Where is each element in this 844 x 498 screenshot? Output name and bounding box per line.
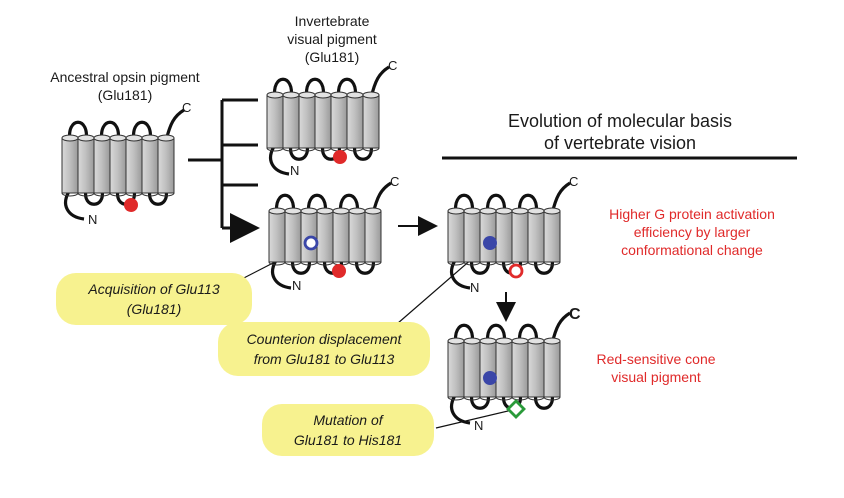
red-cone-pigment-helix-4 [495,337,513,401]
red-cone-n-terminus: N [474,418,484,433]
vertebrate-early-pigment-helix-2 [284,207,302,266]
red-cone-pigment-helix-2 [463,337,481,401]
vertebrate-early-pigment-helix-7 [364,207,382,266]
vertebrate-early-pigment [268,181,392,290]
vertebrate-early-pigment-helix-4 [316,207,334,266]
invertebrate-c-terminus: C [388,58,398,73]
invertebrate-pigment-helix-1 [266,91,284,152]
callout-acquisition-line2: (Glu181) [126,301,182,317]
ancestral-pigment [61,108,185,221]
callout-mutation-line2: Glu181 to His181 [293,432,403,448]
vertebrate-activated-pigment-helix-7 [543,207,561,266]
vertebrate-activated-pigment-helix-2 [463,207,481,266]
vertebrate-early-pigment-helix-1 [268,207,286,266]
vertebrate-early-c-terminus: C [390,174,400,189]
section-heading: Evolution of molecular basis of vertebra… [460,110,780,154]
red-cone-c-terminus: C [569,306,581,323]
red-cone-pigment-helix-5 [511,337,529,401]
ancestral-pigment-helix-7 [157,134,175,197]
red-cone-pigment-helix-7 [543,337,561,401]
red-cone-pigment [447,311,571,425]
red-cone-pigment-glu113-marker [483,371,497,385]
activation-line2: efficiency by larger [633,224,751,240]
vertebrate-early-pigment-helix-5 [332,207,350,266]
invertebrate-pigment-helix-6 [346,91,364,152]
vertebrate-activated-pigment-glu113-marker [483,236,497,250]
red-sensitive-line2: visual pigment [611,369,701,385]
callout-mutation: Mutation of Glu181 to His181 [262,404,434,456]
vertebrate-activated-pigment-glu181-marker [508,263,524,279]
red-cone-pigment-helix-6 [527,337,545,401]
section-heading-line1: Evolution of molecular basis [507,111,733,131]
vertebrate-activated-n-terminus: N [470,280,480,295]
ancestral-pigment-helix-6 [141,134,159,197]
ancestral-pigment-helix-4 [109,134,127,197]
invertebrate-pigment-helix-7 [362,91,380,152]
red-sensitive-annotation: Red-sensitive cone visual pigment [576,350,736,386]
ancestral-pigment-label: Ancestral opsin pigment (Glu181) [30,68,220,104]
activation-line1: Higher G protein activation [609,206,775,222]
red-sensitive-line1: Red-sensitive cone [596,351,716,367]
vertebrate-activated-c-terminus: C [569,174,579,189]
ancestral-c-terminus: C [182,100,192,115]
ancestral-pigment-label-line1: Ancestral opsin pigment [50,69,200,85]
ancestral-pigment-helix-2 [77,134,95,197]
vertebrate-early-pigment-helix-6 [348,207,366,266]
invertebrate-label-line3: (Glu181) [304,49,360,65]
callout-acquisition-line1: Acquisition of Glu113 [88,281,220,297]
invertebrate-label-line1: Invertebrate [294,13,370,29]
red-cone-pigment-helix-1 [447,337,465,401]
callout-displacement-line1: Counterion displacement [246,331,402,347]
callout-displacement-line2: from Glu181 to Glu113 [253,351,395,367]
activation-annotation: Higher G protein activation efficiency b… [572,205,812,259]
ancestral-pigment-helix-5 [125,134,143,197]
red-cone-pigment-his181-marker [506,399,526,419]
vertebrate-activated-pigment-helix-1 [447,207,465,266]
ancestral-pigment-glu181-marker [124,198,138,212]
callout-displacement: Counterion displacement from Glu181 to G… [218,322,430,376]
invertebrate-pigment-helix-3 [298,91,316,152]
invertebrate-label-line2: visual pigment [287,31,377,47]
ancestral-n-terminus: N [88,212,98,227]
callout-mutation-line1: Mutation of [313,412,383,428]
invertebrate-pigment-label: Invertebrate visual pigment (Glu181) [262,12,402,66]
invertebrate-pigment [266,65,390,176]
vertebrate-activated-pigment-helix-5 [511,207,529,266]
ancestral-pigment-helix-1 [61,134,79,197]
vertebrate-activated-pigment [447,181,571,290]
vertebrate-activated-pigment-helix-4 [495,207,513,266]
invertebrate-pigment-glu181-marker [333,150,347,164]
invertebrate-n-terminus: N [290,163,300,178]
activation-line3: conformational change [621,242,763,258]
evolution-tree-lines [188,98,260,243]
callout-acquisition: Acquisition of Glu113 (Glu181) [56,273,252,325]
vertebrate-early-pigment-glu181-marker [332,264,346,278]
invertebrate-pigment-helix-2 [282,91,300,152]
vertebrate-activated-pigment-helix-6 [527,207,545,266]
ancestral-pigment-label-line2: (Glu181) [97,87,153,103]
red-cone-pigment-helix-3 [479,337,497,401]
vertebrate-early-n-terminus: N [292,278,302,293]
vertebrate-early-pigment-glu113-marker [303,235,319,251]
section-heading-line2: of vertebrate vision [543,133,697,153]
invertebrate-pigment-helix-4 [314,91,332,152]
ancestral-pigment-helix-3 [93,134,111,197]
invertebrate-pigment-helix-5 [330,91,348,152]
